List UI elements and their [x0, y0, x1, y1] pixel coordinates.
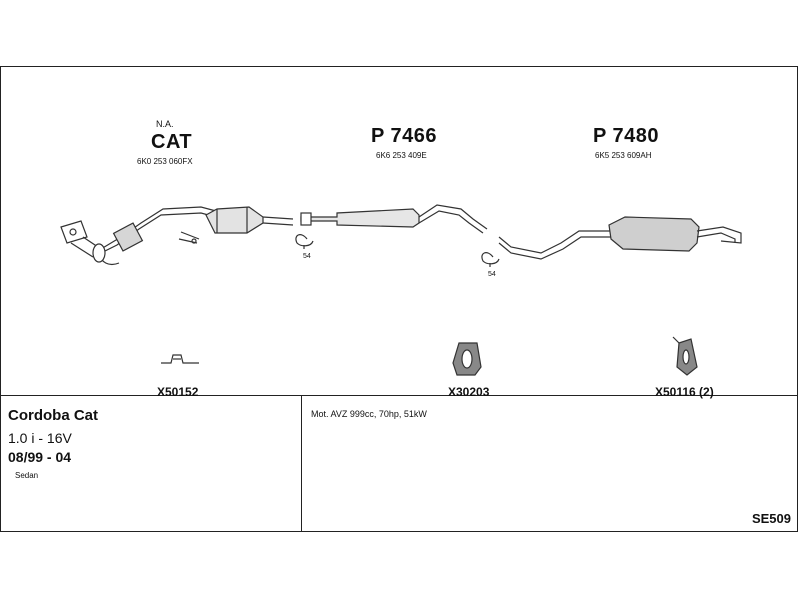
cat-oem-number: 6K0 253 060FX	[137, 157, 193, 166]
clamp-number-1: 54	[303, 253, 311, 260]
vehicle-years: 08/99 - 04	[8, 449, 72, 465]
mount-code-1: X50152	[157, 385, 199, 399]
clamp-ring-2	[481, 252, 500, 267]
exhaust-diagram	[60, 204, 742, 376]
rear-silencer	[498, 216, 742, 260]
vehicle-body: Sedan	[15, 471, 39, 480]
diagram-code: SE509	[751, 511, 791, 526]
rear-part-label: P 7480	[593, 125, 660, 147]
front-pipe	[92, 206, 217, 266]
divider-horizontal	[1, 395, 797, 396]
clamp-ring-1	[295, 234, 314, 249]
middle-silencer	[300, 204, 488, 234]
middle-part-label: P 7466	[371, 125, 438, 147]
motor-info: Mot. AVZ 999cc, 70hp, 51kW	[311, 409, 427, 419]
rear-oem-number: 6K5 253 609AH	[595, 151, 652, 160]
middle-oem-number: 6K6 253 409E	[376, 151, 427, 160]
mount-code-2: X30203	[448, 385, 490, 399]
mount-x30203	[452, 342, 482, 376]
clamp-number-2: 54	[488, 271, 496, 278]
diagram-sheet: N.A. CAT 6K0 253 060FX P 7466 6K6 253 40…	[0, 66, 798, 532]
cat-label: CAT	[151, 131, 193, 153]
vehicle-engine: 1.0 i - 16V	[8, 430, 72, 446]
catalytic-converter	[178, 206, 294, 244]
manifold-flange	[60, 220, 102, 258]
divider-vertical	[301, 395, 302, 532]
vehicle-model: Cordoba Cat	[8, 407, 98, 424]
mount-x50152	[161, 354, 199, 364]
mount-code-3: X50116 (2)	[655, 385, 714, 399]
cat-note: N.A.	[156, 119, 174, 129]
mount-x50116	[672, 336, 698, 376]
